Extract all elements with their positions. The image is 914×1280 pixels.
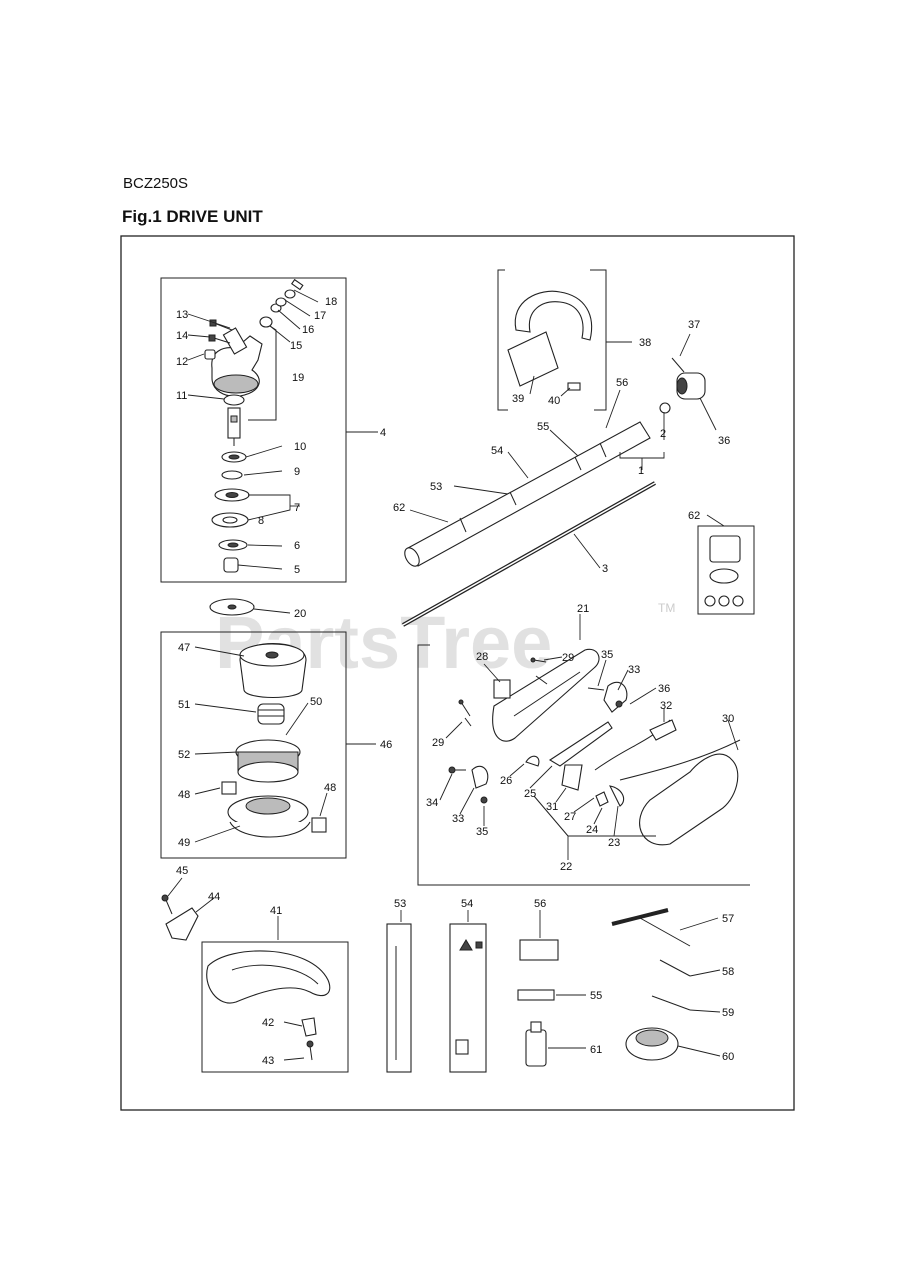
shaft-parts [402,421,656,627]
handle-group-box [417,644,750,886]
callout-56: 56 [616,377,628,389]
callout-11: 11 [176,390,187,402]
callout-1: 1 [638,465,644,477]
callout-24: 24 [586,824,598,836]
callout-21: 21 [577,603,589,615]
callout-50: 50 [310,696,322,708]
callout-31: 31 [546,801,558,813]
callout-17: 17 [314,310,326,322]
figure-title: Fig.1 DRIVE UNIT [122,207,263,226]
callout-51: 51 [178,699,190,711]
callout-29b: 29 [432,737,444,749]
callout-57: 57 [722,913,734,925]
trimmer-head-group-box [160,631,347,859]
callout-44: 44 [208,891,220,903]
callout-14: 14 [176,330,188,342]
callout-12: 12 [176,356,188,368]
callout-9: 9 [294,466,300,478]
callout-13: 13 [176,309,188,321]
callout-53: 53 [430,481,442,493]
callout-23: 23 [608,837,620,849]
callout-38: 38 [639,337,651,349]
callout-48b: 48 [324,782,336,794]
callout-39: 39 [512,393,524,405]
callout-54: 54 [491,445,503,457]
callout-25: 25 [524,788,536,800]
callout-45: 45 [176,865,188,877]
callout-55: 55 [537,421,549,433]
diagram-frame [120,235,795,1111]
callout-32: 32 [660,700,672,712]
callout-28: 28 [476,651,488,663]
handle-bar-parts [507,290,593,391]
callout-29: 29 [562,652,574,664]
callout-4: 4 [380,427,386,439]
callout-41: 41 [270,905,282,917]
callout-35b: 35 [476,826,488,838]
callout-22: 22 [560,861,572,873]
callout-42: 42 [262,1017,274,1029]
decals-tools [386,908,691,1073]
guard-group-box [201,941,349,1073]
callout-27: 27 [564,811,576,823]
model-number: BCZ250S [123,175,189,192]
callout-58: 58 [722,966,734,978]
decal-62-box [697,525,755,615]
callout-54b: 54 [461,898,473,910]
trimmer-head-parts [221,643,327,838]
callout-37: 37 [688,319,700,331]
callout-33: 33 [628,664,640,676]
callout-60: 60 [722,1051,734,1063]
callout-6: 6 [294,540,300,552]
callout-40: 40 [548,395,560,407]
callout-56b: 56 [534,898,546,910]
callout-36: 36 [718,435,730,447]
callout-59: 59 [722,1007,734,1019]
callout-43: 43 [262,1055,274,1067]
watermark-tm: TM [658,601,675,615]
clamp-parts [659,357,706,414]
handle-bar-group-box [497,269,607,411]
callout-30: 30 [722,713,734,725]
callout-5: 5 [294,564,300,576]
callout-18: 18 [325,296,337,308]
callout-35: 35 [601,649,613,661]
callout-34: 34 [426,797,438,809]
callout-36-handle: 36 [658,683,670,695]
callout-19: 19 [292,372,304,384]
callout-48: 48 [178,789,190,801]
gear-case-parts [204,278,304,616]
callout-47: 47 [178,642,190,654]
leader-lines [167,289,739,1061]
decal-62 [704,535,744,607]
callout-46: 46 [380,739,392,751]
callout-labels: 13 14 12 11 19 15 16 17 18 4 10 9 7 8 6 … [176,296,734,1067]
callout-33b: 33 [452,813,464,825]
handle-parts [448,648,741,846]
callout-2: 2 [660,428,666,440]
callout-16: 16 [302,324,314,336]
callout-3: 3 [602,563,608,575]
callout-10: 10 [294,441,306,453]
callout-55b: 55 [590,990,602,1002]
callout-62b: 62 [688,510,700,522]
callout-53b: 53 [394,898,406,910]
callout-61: 61 [590,1044,602,1056]
callout-62: 62 [393,502,405,514]
callout-52: 52 [178,749,190,761]
callout-8: 8 [258,515,264,527]
callout-15: 15 [290,340,302,352]
gear-case-group-box [160,277,347,583]
guard-parts [161,894,331,1061]
callout-49: 49 [178,837,190,849]
callout-7: 7 [294,502,300,514]
callout-26: 26 [500,775,512,787]
callout-20: 20 [294,608,306,620]
